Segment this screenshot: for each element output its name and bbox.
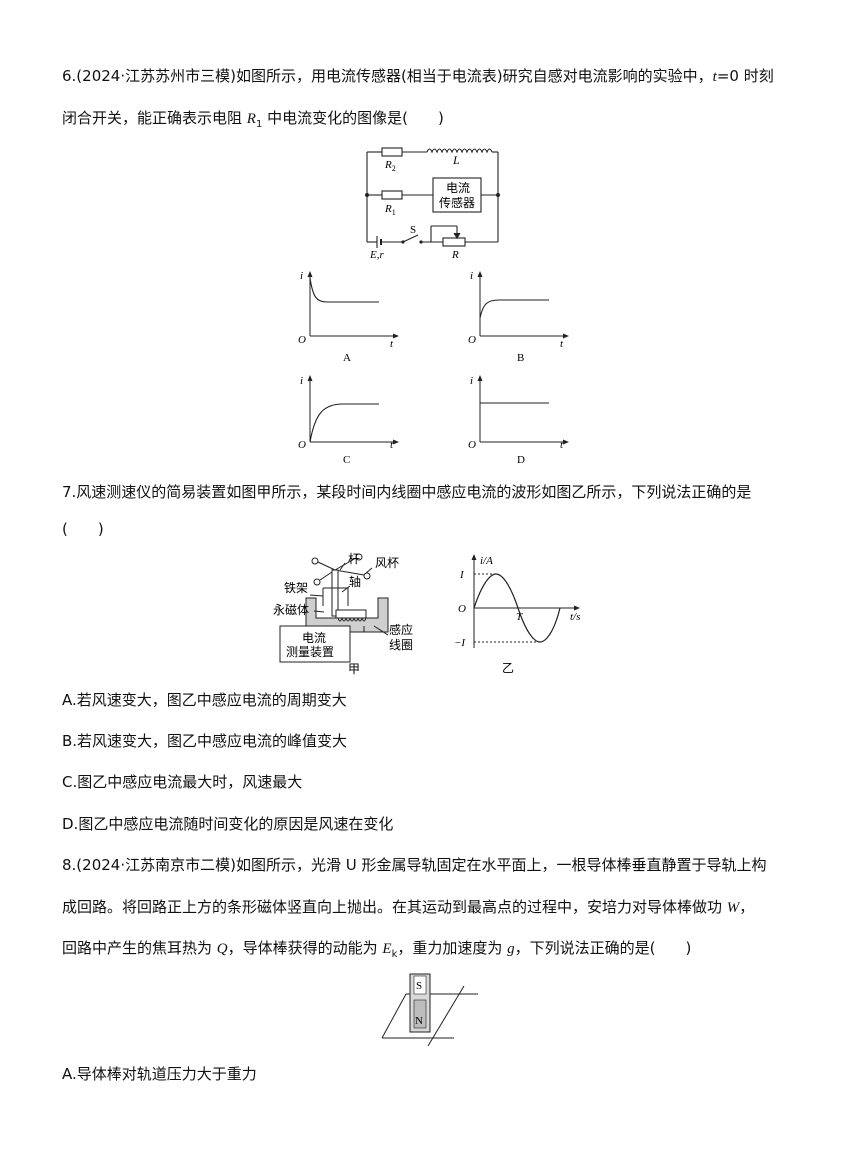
graph-d-t: t [560,439,564,451]
q7-option-d: D.图乙中感应电流随时间变化的原因是风速在变化 [62,815,394,833]
q8-line-3: 回路中产生的焦耳热为 Q，导体棒获得的动能为 Ek，重力加速度为 g，下列说法正… [62,938,691,965]
label-gan: 杆 [348,552,360,566]
q7-option-c: C.图乙中感应电流最大时，风速最大 [62,773,303,791]
q7-line-1: 7.风速测速仪的简易装置如图甲所示，某段时间内线圈中感应电流的波形如图乙所示，下… [62,483,752,501]
label-zhou: 轴 [349,574,361,589]
ek-variable: E [382,941,392,957]
g-variable: g [507,941,515,957]
r1-label: R1 [384,203,396,217]
wave-ylabel: i/A [480,555,493,567]
label-meas-2: 测量装置 [286,645,334,659]
graph-b-label: B [517,352,524,364]
wave-origin: O [458,603,466,615]
wave-xlabel: t/s [570,611,580,623]
graph-d: i O t D [468,375,569,466]
wind-device-diagram: 杆 风杯 铁架 轴 永磁体 电流 测量装置 感应 线圈 甲 [273,552,413,676]
label-coil-1: 感应 [389,622,413,637]
graph-c-label: C [343,454,350,466]
graph-a-label: A [343,352,351,364]
label-tiejia: 铁架 [284,581,308,595]
graph-a-i: i [300,270,303,282]
q6-text: 6.(2024·江苏苏州市三模)如图所示，用电流传感器(相当于电流表)研究自感对… [62,67,713,85]
label-magnet: 永磁体 [273,602,309,617]
q6-text: 中电流变化的图像是( ) [262,109,444,127]
switch-label: S [410,224,416,236]
w-variable: W [726,900,740,916]
circuit-diagram: R2 L R1 电流 传感器 S E,r R [365,147,500,260]
battery-label: E,r [369,249,384,260]
q7-option-a: A.若风速变大，图乙中感应电流的周期变大 [62,691,347,709]
q8-line-2: 成回路。将回路正上方的条形磁体竖直向上抛出。在其运动到最高点的过程中，安培力对导… [62,897,754,918]
q8-text: ，导体棒获得的动能为 [227,939,383,957]
wave-imin: −I [454,637,466,649]
ek-subscript: k [391,949,398,960]
q7-line-2: ( ) [62,520,104,538]
q8-line-1: 8.(2024·江苏南京市二模)如图所示，光滑 U 形金属导轨固定在水平面上，一… [62,856,767,874]
label-coil-2: 线圈 [389,638,413,652]
graph-c-t: t [390,439,394,451]
l-label: L [452,153,460,167]
rheostat-label: R [451,249,459,260]
graph-c-i: i [300,375,303,387]
r2-label: R2 [384,159,396,173]
q8-text: ， [739,898,755,916]
graph-b-i: i [470,270,473,282]
graph-c: i O t C [298,375,399,466]
graph-a: i O t A [298,270,399,364]
graph-d-label: D [517,454,525,466]
q6-line-2: 闭合开关，能正确表示电阻 R1 中电流变化的图像是( ) [62,108,444,135]
r1-variable: R [246,111,256,127]
q6-text: 闭合开关，能正确表示电阻 [62,109,247,127]
graph-d-i: i [470,375,473,387]
wave-period: T [516,611,523,623]
q6-line-1: 6.(2024·江苏苏州市三模)如图所示，用电流传感器(相当于电流表)研究自感对… [62,66,774,87]
magnet-rail-diagram: S N [381,973,478,1047]
label-meas-1: 电流 [302,631,326,645]
q8-text: 回路中产生的焦耳热为 [62,939,217,957]
graph-b-o: O [468,334,476,346]
graph-b-t: t [560,338,564,350]
graph-b: i O t B [468,270,569,364]
q8-option-a: A.导体棒对轨道压力大于重力 [62,1065,257,1083]
q7-option-b: B.若风速变大，图乙中感应电流的峰值变大 [62,732,348,750]
label-fengbei: 风杯 [375,556,399,570]
sensor-label-2: 传感器 [439,195,475,210]
q6-text: =0 时刻 [716,67,774,85]
q8-text: ，下列说法正确的是( ) [514,939,692,957]
graph-a-t: t [390,338,394,350]
q8-text: ，重力加速度为 [397,939,508,957]
magnet-n-pole: N [415,1015,423,1027]
r1-subscript: 1 [255,119,263,130]
graph-a-o: O [298,334,306,346]
caption-jia: 甲 [348,662,360,676]
current-wave-graph: i/A t/s O I −I T 乙 [454,554,580,675]
sensor-label-1: 电流 [446,181,470,195]
caption-yi: 乙 [502,661,514,675]
wave-imax: I [459,569,465,581]
t-variable: t [712,69,717,85]
graph-c-o: O [298,439,306,451]
q8-text: 成回路。将回路正上方的条形磁体竖直向上抛出。在其运动到最高点的过程中，安培力对导… [62,898,727,916]
graph-d-o: O [468,439,476,451]
magnet-s-pole: S [416,980,422,992]
q-variable: Q [216,941,228,957]
